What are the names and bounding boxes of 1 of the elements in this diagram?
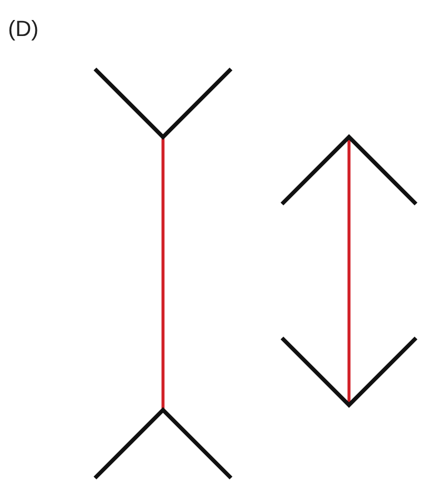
- panel-label: (D): [8, 18, 39, 40]
